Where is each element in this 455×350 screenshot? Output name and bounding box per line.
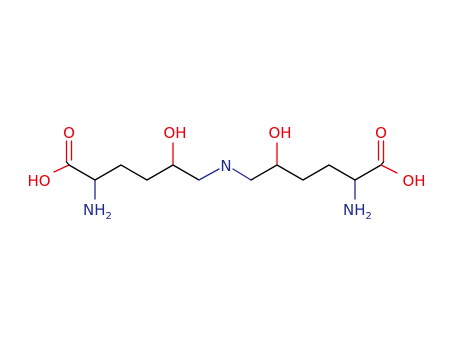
bond-right-chain-1 — [250, 164, 278, 181]
bond-left-ch2-n — [198, 168, 220, 181]
bond-left-chain-2 — [120, 164, 148, 181]
atom-amine-right-subscript: 2 — [366, 211, 372, 222]
bond-n-right-ch2 — [232, 168, 252, 181]
atom-hydroxyl-left: OH — [163, 124, 186, 142]
bond-left-chain-4 — [172, 164, 200, 181]
atom-amine-left: NH2 — [83, 201, 112, 222]
atom-amine-right-symbol: NH — [343, 201, 366, 219]
bond-right-chain-4 — [328, 164, 356, 181]
atom-amine-left-symbol: NH — [83, 201, 106, 219]
bond-right-acid-oh — [380, 164, 398, 174]
atom-amine-bridge: N — [220, 157, 231, 175]
bond-left-chain-1 — [94, 164, 122, 181]
bond-left-acid-alpha — [68, 164, 96, 181]
atom-hydroxyl-right: OH — [268, 124, 291, 142]
atom-o-carbonyl-left: O — [63, 124, 75, 142]
atom-o-carbonyl-right: O — [375, 124, 387, 142]
atom-amine-left-subscript: 2 — [106, 211, 112, 222]
bond-left-chain-3 — [146, 164, 174, 181]
atom-amine-right: NH2 — [343, 201, 372, 222]
bond-right-chain-3 — [302, 164, 330, 181]
skeleton-bonds — [53, 140, 398, 200]
atom-hydroxyl-acid-left: HO — [27, 172, 50, 190]
atom-hydroxyl-acid-right: OH — [402, 172, 425, 190]
bond-right-chain-2 — [276, 164, 304, 181]
atom-labels: O HO NH2 OH N OH O OH NH2 — [27, 124, 425, 222]
bond-right-alpha-acid — [354, 164, 382, 181]
bond-left-acid-oh — [53, 164, 70, 173]
